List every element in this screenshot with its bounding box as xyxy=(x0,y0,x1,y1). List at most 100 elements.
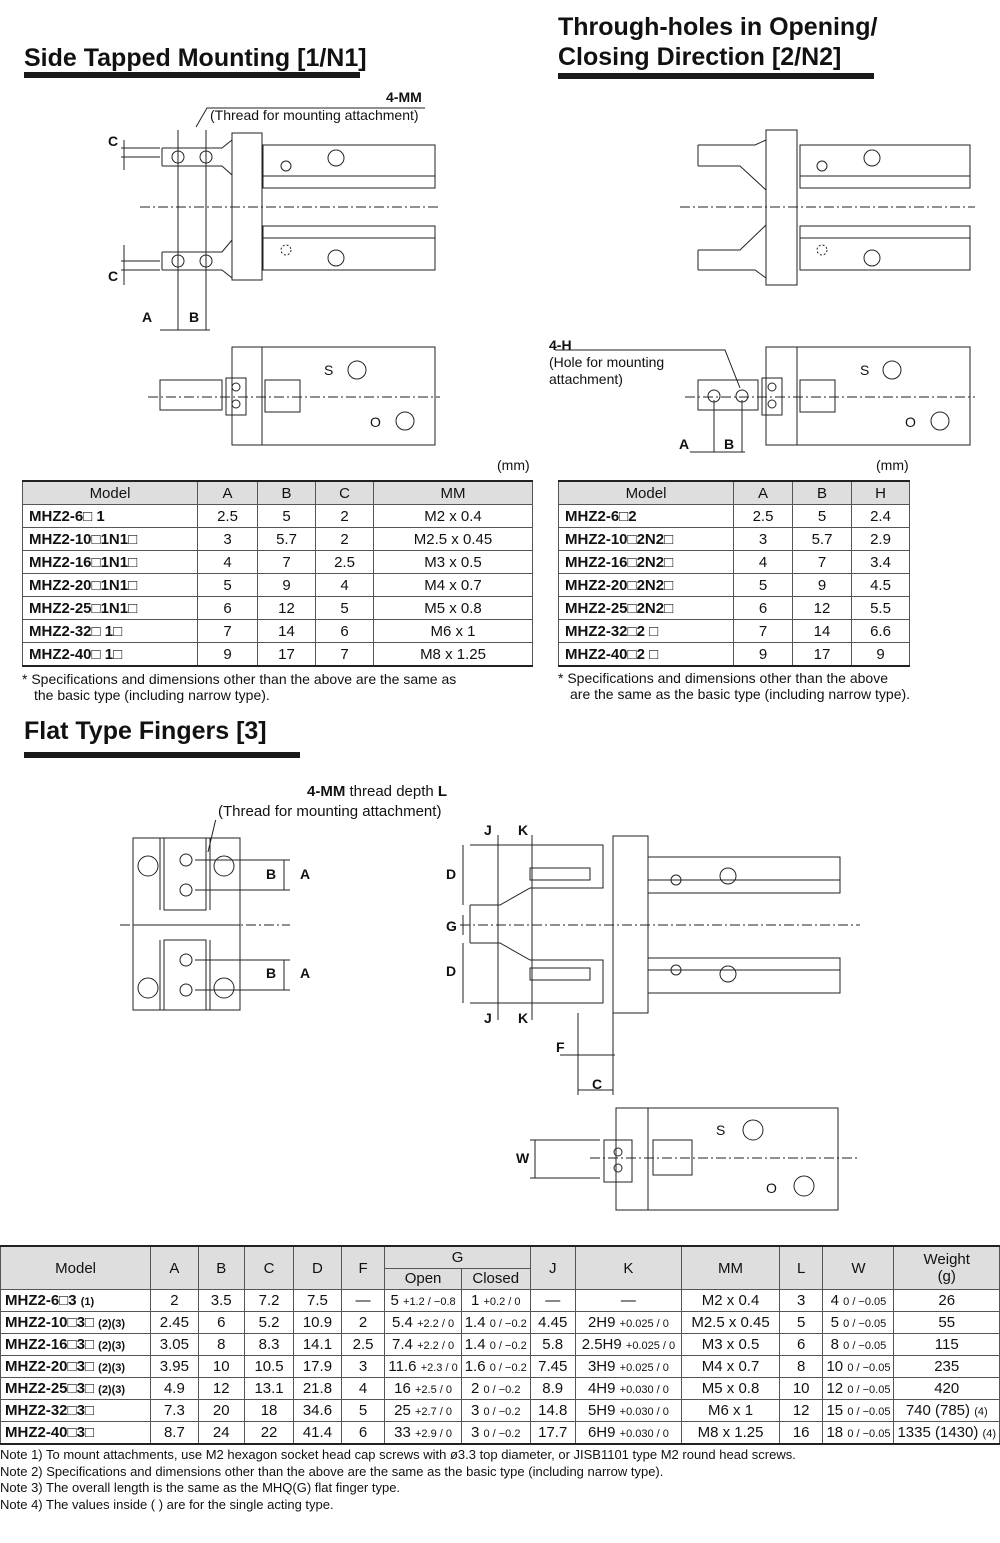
model-name: MHZ2-6□3 xyxy=(5,1292,77,1309)
table-cell: 9 xyxy=(733,642,793,667)
s3-dim-d-bottom: D xyxy=(446,963,457,979)
s3-dim-o: O xyxy=(766,1180,777,1196)
table-cell-g-closed: 3 0 / −0.2 xyxy=(460,1421,531,1445)
value-b: 10 xyxy=(212,1358,230,1375)
flat-fingers-top-view xyxy=(460,835,860,1095)
table-cell-k: 3H9 +0.025 / 0 xyxy=(574,1355,683,1378)
s3-dim-a-bottom: A xyxy=(300,965,311,981)
value-g-open: 33 xyxy=(394,1424,411,1441)
s3-dim-k-top: K xyxy=(518,822,529,838)
table-cell: 4 xyxy=(197,550,258,574)
table3-header-weight-label: Weight xyxy=(923,1251,970,1268)
table3-header-w: W xyxy=(822,1245,895,1290)
value-j: 17.7 xyxy=(538,1424,568,1441)
table-cell: 3.4 xyxy=(851,550,910,574)
table-cell-mm: M2 x 0.4 xyxy=(681,1289,780,1312)
model-name: MHZ2-20□3□ xyxy=(5,1358,94,1375)
table-cell-f: — xyxy=(340,1289,386,1312)
table-cell-model: MHZ2-40□2 □ xyxy=(558,642,734,667)
s3-dim-f: F xyxy=(556,1039,565,1055)
value-weight: 55 xyxy=(938,1314,956,1331)
tolerance: +2.7 / 0 xyxy=(414,1406,452,1418)
table-cell-g-closed: 1.6 0 / −0.2 xyxy=(460,1355,531,1378)
table-cell-f: 5 xyxy=(340,1399,386,1422)
s2-dim-a: A xyxy=(679,436,690,452)
table-cell: 17 xyxy=(792,642,852,667)
table-cell-model: MHZ2-16□3□ (2)(3) xyxy=(0,1333,152,1356)
table-cell-a: 2 xyxy=(150,1289,199,1312)
table-cell-k: 6H9 +0.030 / 0 xyxy=(574,1421,683,1445)
tolerance: +0.030 / 0 xyxy=(619,1428,669,1440)
table-cell-g-closed: 3 0 / −0.2 xyxy=(460,1399,531,1422)
value-mm: M5 x 0.8 xyxy=(701,1380,760,1397)
table-cell-w: 8 0 / −0.05 xyxy=(822,1333,895,1356)
table-cell-w: 15 0 / −0.05 xyxy=(822,1399,895,1422)
value-w: 10 xyxy=(826,1358,844,1375)
table-cell-c: 10.5 xyxy=(243,1355,295,1378)
table-cell-model: MHZ2-32□ 1□ xyxy=(22,619,198,643)
table-cell: 7 xyxy=(257,550,316,574)
model-note-ref: (2)(3) xyxy=(98,1384,126,1396)
table-cell-a: 7.3 xyxy=(150,1399,199,1422)
value-b: 6 xyxy=(217,1314,226,1331)
table-cell-c: 22 xyxy=(243,1421,295,1445)
value-weight: 115 xyxy=(934,1336,959,1353)
table1-header-cell: C xyxy=(315,480,374,505)
value-a: 7.3 xyxy=(163,1402,185,1419)
table-cell-f: 4 xyxy=(340,1377,386,1400)
table-cell-model: MHZ2-32□3□ xyxy=(0,1399,152,1422)
value-weight: 1335 (1430) xyxy=(897,1424,979,1441)
value-w: 12 xyxy=(826,1380,844,1397)
value-mm: M4 x 0.7 xyxy=(701,1358,760,1375)
value-b: 20 xyxy=(212,1402,230,1419)
section1-2-drawings xyxy=(121,107,975,453)
table-cell-g-closed: 1.4 0 / −0.2 xyxy=(460,1311,531,1334)
table-cell: 7 xyxy=(197,619,258,643)
table-cell-a: 4.9 xyxy=(150,1377,199,1400)
table-cell-model: MHZ2-10□3□ (2)(3) xyxy=(0,1311,152,1334)
table-cell: 6.6 xyxy=(851,619,910,643)
value-mm: M3 x 0.5 xyxy=(701,1336,760,1353)
value-j: — xyxy=(545,1292,561,1309)
table-cell-c: 7.2 xyxy=(243,1289,295,1312)
table-cell-a: 2.45 xyxy=(150,1311,199,1334)
table-cell-b: 10 xyxy=(197,1355,245,1378)
table-cell: 5.7 xyxy=(257,527,316,551)
table3-header-k: K xyxy=(574,1245,683,1290)
table-cell-mm: M4 x 0.7 xyxy=(681,1355,780,1378)
s2-callout-text1: (Hole for mounting xyxy=(549,354,665,370)
value-c: 22 xyxy=(260,1424,278,1441)
s3-dim-j-top: J xyxy=(484,822,492,838)
value-j: 14.8 xyxy=(538,1402,568,1419)
model-note-ref: (2)(3) xyxy=(98,1318,126,1330)
table-cell-weight: 55 xyxy=(893,1311,1000,1334)
value-l: 16 xyxy=(792,1424,810,1441)
s3-dim-j-bottom: J xyxy=(484,1010,492,1026)
value-l: 6 xyxy=(797,1336,806,1353)
value-c: 18 xyxy=(260,1402,278,1419)
table-cell: 9 xyxy=(197,642,258,667)
value-w: 5 xyxy=(830,1314,839,1331)
table-cell-g-open: 7.4 +2.2 / 0 xyxy=(384,1333,462,1356)
tolerance: +0.2 / 0 xyxy=(483,1296,521,1308)
note-4: Note 4) The values inside ( ) are for th… xyxy=(0,1496,334,1512)
table-cell-w: 18 0 / −0.05 xyxy=(822,1421,895,1445)
value-g-closed: 1.4 xyxy=(464,1336,486,1353)
table-cell-l: 5 xyxy=(778,1311,824,1334)
tolerance: 0 / −0.05 xyxy=(843,1296,887,1308)
value-g-open: 7.4 xyxy=(392,1336,413,1353)
table-cell: 4.5 xyxy=(851,573,910,597)
value-l: 10 xyxy=(792,1380,810,1397)
table-cell-f: 2.5 xyxy=(340,1333,386,1356)
flat-fingers-drawings xyxy=(120,820,860,1211)
table-cell-model: MHZ2-10□2N2□ xyxy=(558,527,734,551)
flat-fingers-side-view xyxy=(530,1107,860,1211)
value-mm: M6 x 1 xyxy=(708,1402,754,1419)
table-cell-f: 3 xyxy=(340,1355,386,1378)
s3-dim-c: C xyxy=(592,1076,603,1092)
tolerance: 0 / −0.05 xyxy=(847,1428,891,1440)
